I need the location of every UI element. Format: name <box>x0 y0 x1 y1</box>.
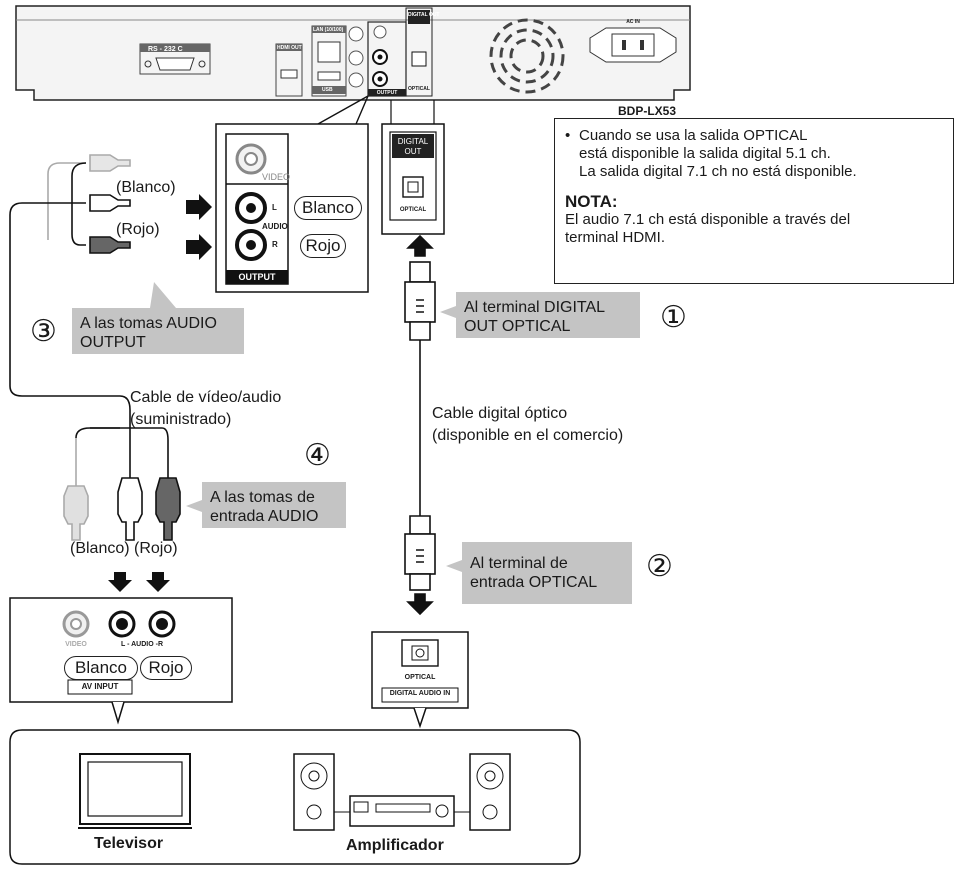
optical-cable-label-2: (disponible en el comercio) <box>432 427 624 444</box>
optical-cable-label-1: Cable digital óptico <box>432 405 568 422</box>
tv-label: Televisor <box>94 835 164 852</box>
callout-2-line2: entrada OPTICAL <box>470 574 598 591</box>
av-input-video-label: VIDEO <box>65 641 87 648</box>
step-2-number: ② <box>646 550 673 583</box>
callout-1: Al terminal DIGITAL OUT OPTICAL <box>456 292 640 338</box>
output-label-small: OUTPUT <box>376 90 398 96</box>
note-box: • Cuando se usa la salida OPTICAL está d… <box>554 118 954 284</box>
plug-red-label: (Rojo) <box>116 221 160 238</box>
av-input-laudio-label: L - AUDIO -R <box>121 641 163 648</box>
digital-out-label-small: DIGITAL OUT <box>408 12 440 18</box>
step-3-number: ③ <box>30 315 57 348</box>
digital-line2: OUT <box>404 147 422 156</box>
callout-3-line1: A las tomas AUDIO <box>80 315 217 332</box>
note-body2: terminal HDMI. <box>565 229 666 246</box>
callout-2: Al terminal de entrada OPTICAL <box>462 542 632 604</box>
note-line2: está disponible la salida digital 5.1 ch… <box>579 145 831 162</box>
callout-3-line2: OUTPUT <box>80 334 146 351</box>
plug-bottom-label: (Blanco) (Rojo) <box>70 540 178 557</box>
panel-video-label: VIDEO <box>262 172 291 182</box>
note-heading: NOTA: <box>565 192 618 211</box>
callout-1-line2: OUT OPTICAL <box>464 318 571 335</box>
dai-optical-label: OPTICAL <box>404 674 436 681</box>
av-cable-bottom <box>63 427 181 541</box>
callout-4-line1: A las tomas de <box>210 489 315 506</box>
digital-out-zoom-panel <box>381 123 445 235</box>
av-cable-label-2: (suministrado) <box>130 411 232 428</box>
digital-line1: DIGITAL <box>397 137 429 146</box>
note-bullet: • <box>565 127 571 144</box>
digital-optical-label: OPTICAL <box>399 207 427 213</box>
optical-cable <box>404 234 436 616</box>
callout-4-line2: entrada AUDIO <box>210 508 319 525</box>
usb-label: USB <box>322 87 333 93</box>
callout-3: A las tomas AUDIO OUTPUT <box>72 308 244 354</box>
devices-box <box>9 729 581 865</box>
note-line1: Cuando se usa la salida OPTICAL <box>579 127 808 144</box>
dai-title: DIGITAL AUDIO IN <box>389 690 451 697</box>
optical-label-small: OPTICAL <box>408 86 430 92</box>
player-rear-panel <box>15 5 691 101</box>
step-4-number: ④ <box>304 439 331 472</box>
amplifier-label: Amplificador <box>346 837 444 854</box>
panel-white-pill: Blanco <box>294 196 362 220</box>
panel-r-label: R <box>272 240 278 249</box>
note-line3: La salida digital 7.1 ch no está disponi… <box>579 163 857 180</box>
panel-output-label: OUTPUT <box>238 272 276 282</box>
hdmi-out-label: HDMI OUT <box>277 45 302 51</box>
av-cable-top <box>9 154 131 478</box>
model-name: BDP-LX53 <box>618 104 677 118</box>
av-input-red-pill: Rojo <box>140 656 192 680</box>
callout-2-line1: Al terminal de <box>470 555 568 572</box>
av-input-title: AV INPUT <box>81 682 119 691</box>
note-body1: El audio 7.1 ch está disponible a través… <box>565 211 851 228</box>
lan-label: LAN (10/100) <box>313 27 344 33</box>
av-input-white-pill: Blanco <box>64 656 138 680</box>
callout-4: A las tomas de entrada AUDIO <box>202 482 346 528</box>
av-input-panel <box>9 597 233 725</box>
digital-audio-in-panel <box>371 631 469 729</box>
panel-audio-label: AUDIO <box>262 222 288 231</box>
plug-white-label: (Blanco) <box>116 179 176 196</box>
ac-in-label: AC IN <box>626 19 640 25</box>
panel-l-label: L <box>272 203 277 212</box>
av-cable-label-1: Cable de vídeo/audio <box>130 389 282 406</box>
panel-red-pill: Rojo <box>300 234 346 258</box>
callout-1-line1: Al terminal DIGITAL <box>464 299 606 316</box>
rs232c-label: RS - 232 C <box>148 46 183 53</box>
audio-output-zoom-panel <box>215 123 369 293</box>
step-1-number: ① <box>660 301 687 334</box>
